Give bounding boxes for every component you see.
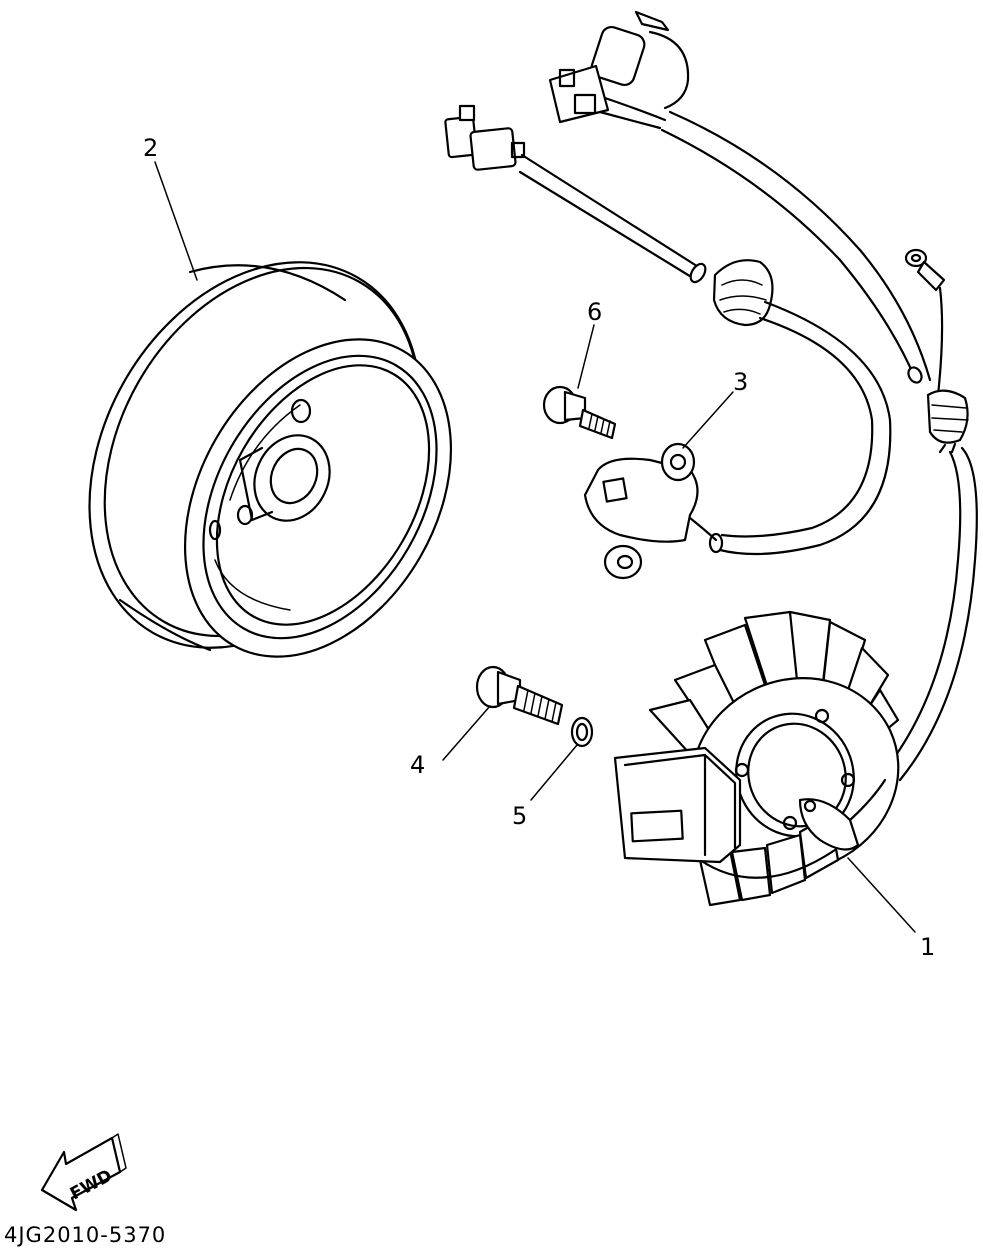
forward-arrow: FWD xyxy=(40,1133,127,1212)
leader-2 xyxy=(154,161,198,281)
pickup-screw xyxy=(542,385,617,440)
drawing-code: 4JG2010-5370 xyxy=(4,1223,166,1247)
leader-4 xyxy=(442,705,491,761)
callouts: 2 6 3 4 5 1 xyxy=(143,134,935,961)
callout-5: 5 xyxy=(512,802,527,830)
stator-bolt xyxy=(475,665,564,726)
stator-assembly xyxy=(613,610,900,907)
leader-6 xyxy=(577,324,595,389)
callout-1: 1 xyxy=(920,933,935,961)
pickup-coil xyxy=(583,442,718,580)
wire-harness xyxy=(444,10,978,782)
callout-6: 6 xyxy=(587,298,602,326)
rotor-assembly xyxy=(88,261,453,658)
washer xyxy=(570,716,594,748)
leader-3 xyxy=(682,391,734,449)
leader-5 xyxy=(530,744,578,801)
callout-2: 2 xyxy=(143,134,158,162)
leader-lines xyxy=(154,161,916,933)
callout-3: 3 xyxy=(733,368,748,396)
callout-4: 4 xyxy=(410,751,425,779)
leader-1 xyxy=(847,857,916,933)
